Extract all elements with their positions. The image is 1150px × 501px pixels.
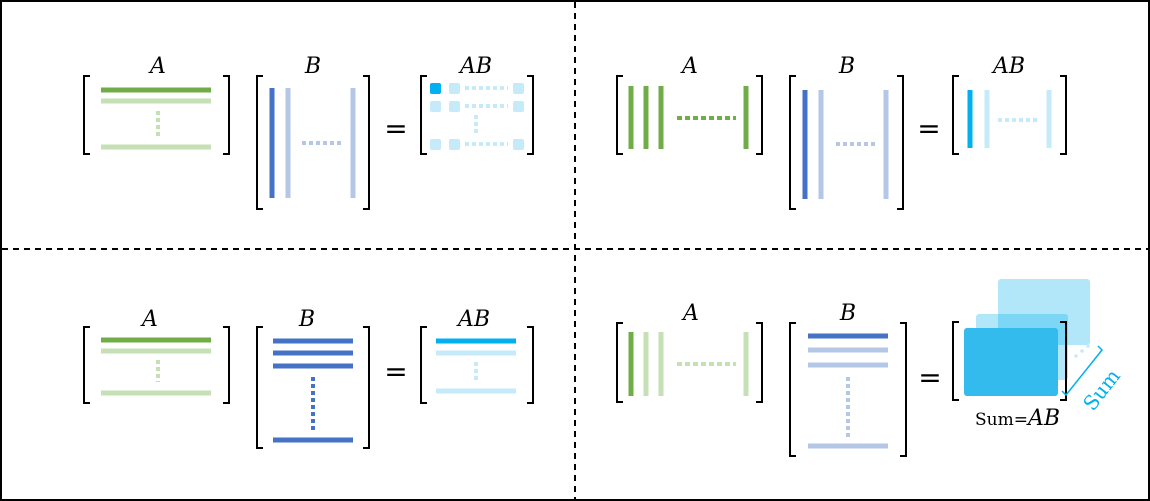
label-b: B — [839, 301, 856, 326]
cell — [513, 83, 524, 94]
matrix-b — [802, 90, 889, 199]
outer-product-stack: Sum — [952, 279, 1125, 415]
bracket-right — [900, 322, 907, 457]
bracket-left — [952, 75, 959, 155]
bracket-right — [363, 75, 370, 210]
cell — [449, 83, 460, 94]
matrix-b — [269, 88, 356, 198]
bracket-right — [527, 75, 534, 155]
label-ab: AB — [456, 307, 490, 332]
sum-formula-ab: AB — [1026, 406, 1060, 431]
label-b: B — [304, 54, 321, 79]
sum-formula: Sum=AB — [975, 406, 1060, 431]
cell — [430, 101, 441, 112]
matrix-ab — [967, 90, 1052, 148]
label-ab: AB — [458, 54, 492, 79]
bracket-left — [256, 75, 263, 210]
bracket-right — [363, 326, 370, 449]
equals-sign: = — [918, 361, 941, 394]
matrix-ab — [430, 83, 524, 150]
label-a: A — [140, 307, 158, 332]
bracket-left — [256, 326, 263, 449]
label-ab: AB — [991, 54, 1025, 79]
bracket-left — [83, 75, 90, 155]
bracket-right — [223, 326, 230, 404]
panel-row-view: A B = AB — [83, 307, 534, 449]
label-a: A — [148, 54, 166, 79]
label-a: A — [680, 54, 698, 79]
label-b: B — [298, 307, 315, 332]
panel-column-view: A B = AB — [616, 54, 1067, 210]
cell — [449, 139, 460, 150]
bracket-right — [1060, 321, 1067, 401]
matrix-a — [101, 337, 211, 396]
stack-dot — [1080, 349, 1084, 353]
matrix-a — [628, 332, 749, 396]
stack-dot — [1086, 344, 1090, 348]
matrix-ab — [436, 338, 516, 394]
bracket-right — [756, 75, 763, 155]
bracket-left — [789, 322, 796, 457]
sum-dimension-line — [1061, 345, 1104, 397]
label-b: B — [838, 54, 855, 79]
bracket-left — [616, 322, 623, 403]
matrix-b — [808, 333, 888, 449]
cell — [449, 101, 460, 112]
bracket-right — [1060, 75, 1067, 155]
bracket-right — [527, 326, 534, 404]
cell — [513, 139, 524, 150]
cell-highlight — [430, 83, 441, 94]
panel-inner-product: A B = AB — [83, 54, 534, 210]
bracket-left — [616, 75, 623, 155]
label-a: A — [681, 301, 699, 326]
sum-formula-prefix: Sum= — [975, 410, 1028, 430]
matrix-a — [628, 86, 749, 149]
matrix-a — [101, 87, 211, 150]
equals-sign: = — [384, 355, 407, 388]
cell — [513, 101, 524, 112]
bracket-right — [756, 322, 763, 403]
equals-sign: = — [384, 112, 407, 145]
equals-sign: = — [917, 112, 940, 145]
panel-outer-product: A B = — [616, 279, 1125, 457]
bracket-left — [420, 75, 427, 155]
stack-layer-front — [964, 328, 1058, 396]
cell — [430, 139, 441, 150]
bracket-left — [789, 75, 796, 210]
bracket-left — [83, 326, 90, 404]
bracket-right — [223, 75, 230, 155]
bracket-right — [897, 75, 904, 210]
bracket-left — [420, 326, 427, 404]
bracket-left — [952, 321, 959, 401]
stack-dot — [1074, 354, 1078, 358]
matrix-b — [273, 338, 353, 443]
